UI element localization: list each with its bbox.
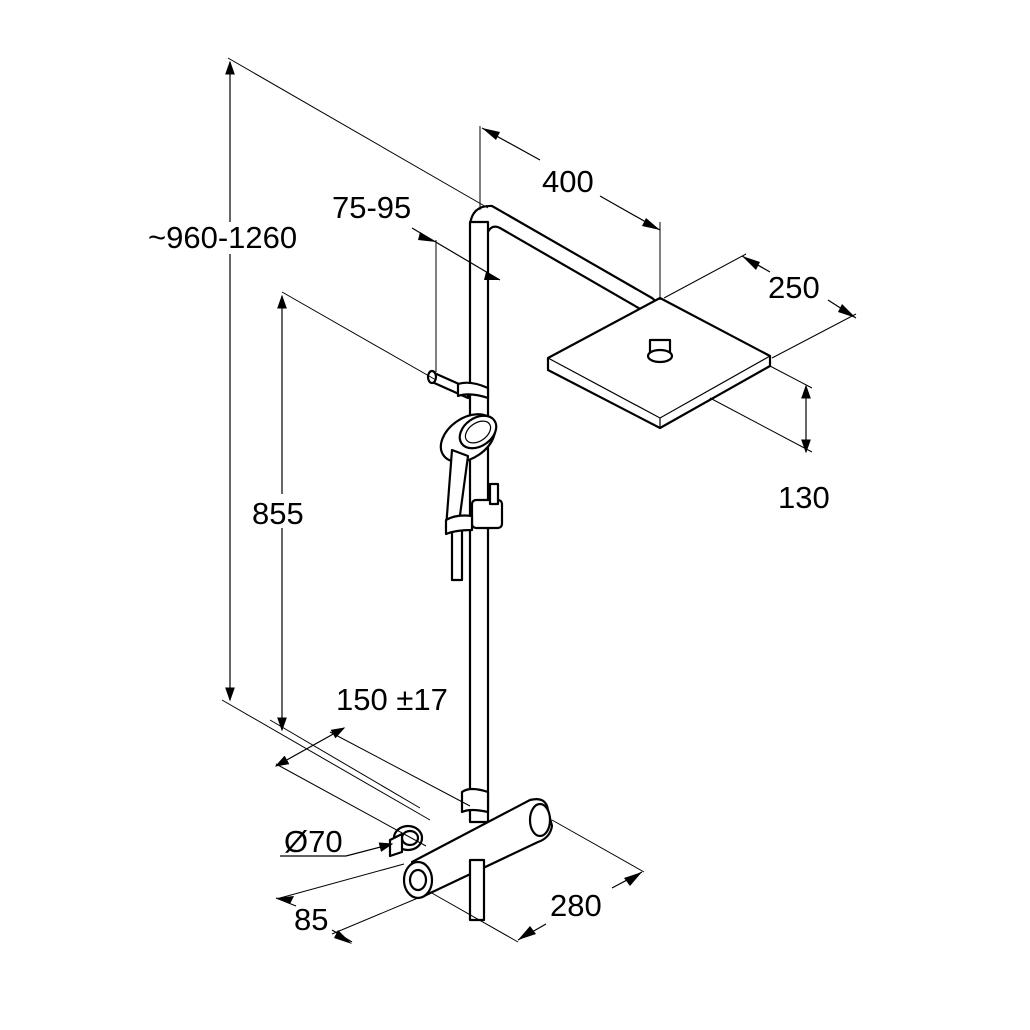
dimension-depth: 85 [275, 863, 419, 944]
thermostat-mixer [388, 787, 554, 922]
dimension-head-width: 250 [663, 253, 857, 359]
wall-bracket [426, 369, 490, 400]
mixer-length-label: 280 [550, 888, 602, 923]
dimension-total-height: ~960-1260 [146, 57, 489, 821]
dimension-arm-length: 400 [479, 126, 661, 300]
dimension-wall-distance: 75-95 [332, 190, 501, 372]
shower-system [388, 204, 772, 922]
diameter-label: Ø70 [284, 824, 343, 859]
slider-height-label: 855 [252, 496, 304, 531]
dimension-mixer-length: 280 [429, 819, 645, 943]
depth-label: 85 [294, 902, 328, 937]
dimension-diameter: Ø70 [280, 824, 394, 859]
dimension-slider-height: 855 [250, 291, 437, 809]
inlet-spacing-label: 150 ±17 [336, 682, 448, 717]
total-height-label: ~960-1260 [148, 220, 297, 255]
hand-shower [439, 413, 498, 582]
dimension-inlet-spacing: 150 ±17 [274, 682, 471, 847]
wall-distance-label: 75-95 [332, 190, 411, 225]
slider-holder [444, 482, 504, 536]
head-width-label: 250 [768, 270, 820, 305]
rain-shower-head [546, 296, 772, 430]
arm-length-label: 400 [542, 164, 594, 199]
dimension-head-height: 130 [709, 365, 830, 515]
head-height-label: 130 [778, 480, 830, 515]
